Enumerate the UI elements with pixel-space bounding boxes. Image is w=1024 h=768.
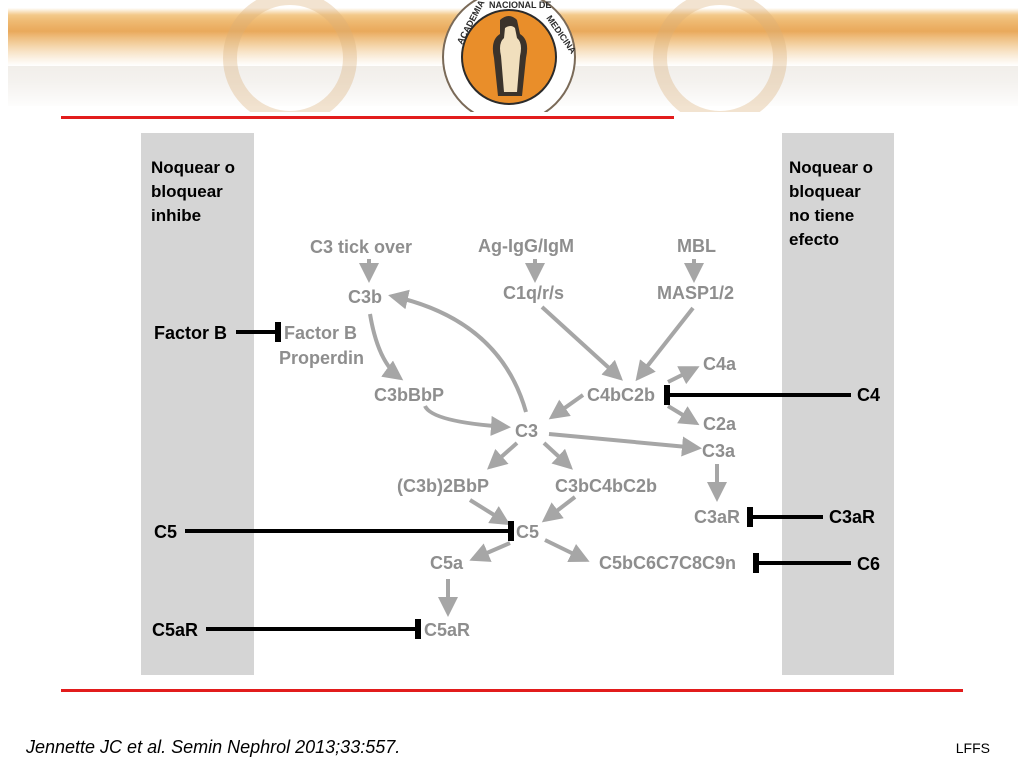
inhibitor-c6: C6: [857, 554, 880, 574]
inhibitor-c5: C5: [154, 522, 177, 542]
node-c3bc4bc2b: C3bC4bC2b: [555, 476, 657, 496]
arrow-c3-to-c3b2bbp: [487, 441, 519, 470]
bottom-rule: [61, 689, 963, 692]
node-c2a: C2a: [703, 414, 737, 434]
arrow-c5-to-c5b9: [544, 538, 590, 562]
arrow-c4bc2b-to-c2a: [666, 404, 700, 426]
author-initials: LFFS: [955, 740, 990, 756]
arrow-masp-to-c4bc2b: [635, 306, 695, 382]
arrow-c3b-to-c3bbbp: [368, 313, 404, 381]
left-panel-heading: Noquear o bloquear inhibe: [151, 158, 236, 225]
inhibitor-factor-b: Factor B: [154, 323, 227, 343]
svg-text:NACIONAL DE: NACIONAL DE: [489, 0, 551, 10]
academy-seal-logo: ACADEMIA NACIONAL DE MEDICINA: [442, 0, 578, 112]
arrow-c3-to-c3a: [548, 432, 702, 457]
node-properdin: Properdin: [279, 348, 364, 368]
inhibitor-c3ar: C3aR: [829, 507, 875, 527]
arrow-c5-to-c5a: [469, 541, 511, 562]
arrow-c3b2bbp-to-c5: [468, 498, 511, 526]
header-banner: ACADEMIA NACIONAL DE MEDICINA: [0, 0, 1024, 112]
right-panel: [782, 133, 894, 675]
faded-medallion: [653, 0, 787, 112]
node-masp12: MASP1/2: [657, 283, 734, 303]
arrow-c3-to-c3b: [388, 289, 528, 413]
node-c5ar: C5aR: [424, 620, 470, 640]
arrow-c3-to-c3bc4bc2b: [542, 441, 573, 470]
top-rule: [61, 116, 674, 119]
node-c4bc2b: C4bC2b: [587, 385, 655, 405]
left-panel: [141, 133, 254, 675]
node-ag-igg-igm: Ag-IgG/IgM: [478, 236, 574, 256]
node-c1qrs: C1q/r/s: [503, 283, 564, 303]
node-factor-b: Factor B: [284, 323, 357, 343]
node-c3: C3: [515, 421, 538, 441]
node-c3bbbp: C3bBbP: [374, 385, 444, 405]
node-c3-tick-over: C3 tick over: [310, 237, 412, 257]
node-c3a: C3a: [702, 441, 736, 461]
arrow-c1qrs-to-c4bc2b: [540, 305, 623, 381]
node-c3b: C3b: [348, 287, 382, 307]
node-c5a: C5a: [430, 553, 464, 573]
node-c3ar: C3aR: [694, 507, 740, 527]
right-panel-heading: Noquear o bloquear no tiene efecto: [789, 158, 874, 249]
citation: Jennette JC et al. Semin Nephrol 2013;33…: [26, 737, 401, 757]
arrow-c3bbbp-to-c3: [423, 404, 511, 436]
arrow-c4bc2b-to-c4a: [667, 366, 700, 385]
arrow-c4bc2b-to-c3: [548, 393, 585, 420]
node-c4a: C4a: [703, 354, 737, 374]
node-c3b2bbp: (C3b)2BbP: [397, 476, 489, 496]
node-c5b-c9n: C5bC6C7C8C9n: [599, 553, 736, 573]
inhibitor-c4: C4: [857, 385, 880, 405]
inhibitor-c5ar: C5aR: [152, 620, 198, 640]
banner-graphic: ACADEMIA NACIONAL DE MEDICINA: [8, 0, 1018, 112]
node-c5: C5: [516, 522, 539, 542]
faded-medallion: [223, 0, 357, 112]
node-mbl: MBL: [677, 236, 716, 256]
arrow-c3bc4bc2b-to-c5: [541, 495, 577, 523]
